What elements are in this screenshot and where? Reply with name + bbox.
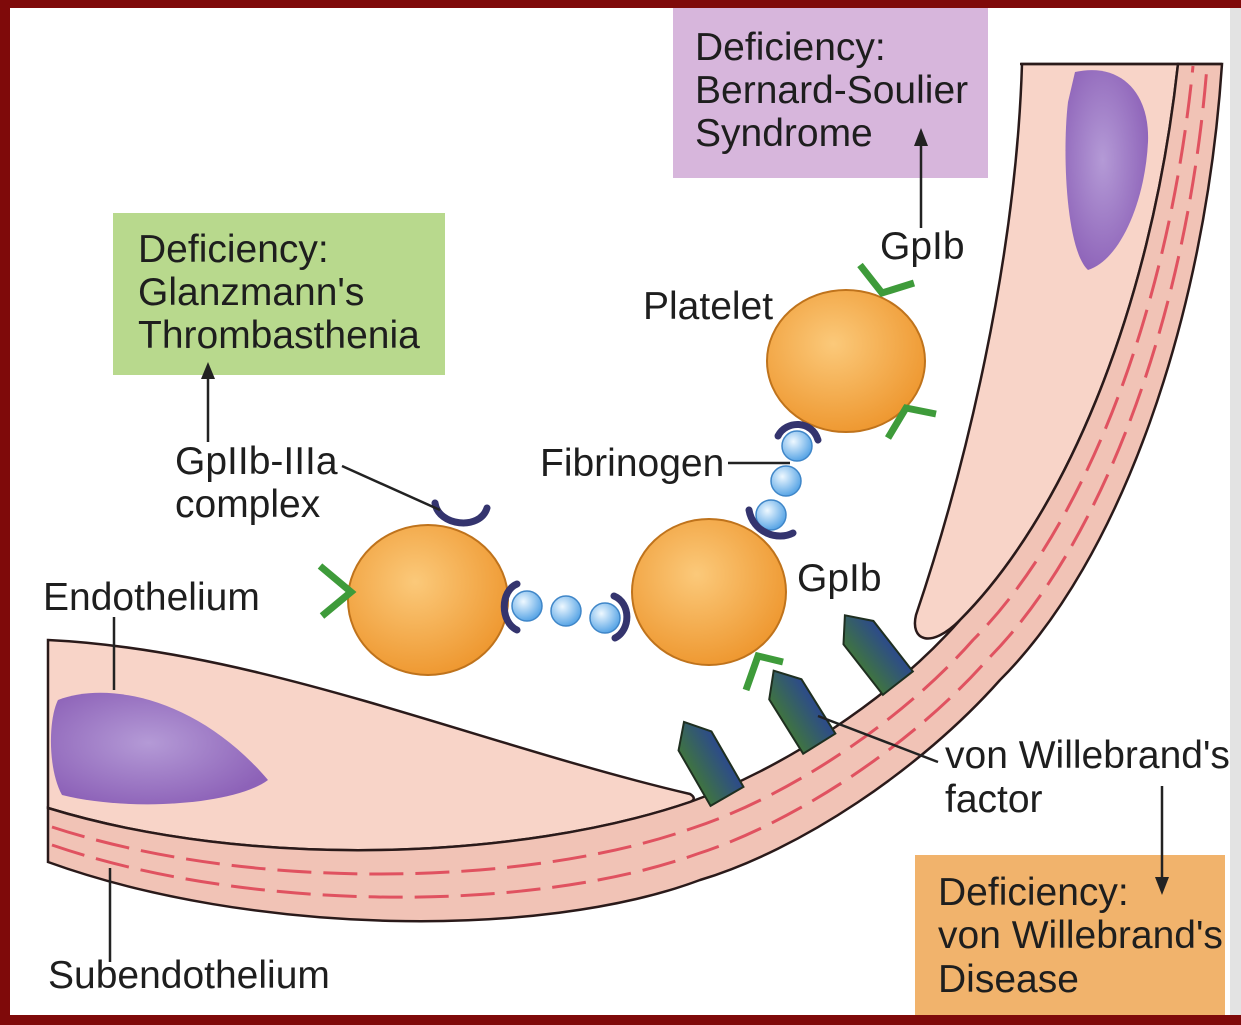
gpib-lower-label: GpIb (797, 557, 882, 600)
vwf-label-line-2: factor (945, 778, 1043, 821)
von-willebrand-deficiency-box: Deficiency: von Willebrand's Disease (915, 855, 1225, 1015)
endothelium-label: Endothelium (43, 576, 260, 619)
glanzmann-box-line-3: Thrombasthenia (138, 314, 420, 357)
glanzmann-box-line-2: Glanzmann's (138, 271, 364, 314)
bernard-soulier-box-line-2: Bernard-Soulier (695, 69, 968, 112)
fibrinogen-bead (590, 603, 620, 633)
platelet-left (348, 525, 508, 675)
bernard-soulier-box-line-1: Deficiency: (695, 26, 886, 69)
subendothelium-label: Subendothelium (48, 954, 330, 997)
vwf-label-line-1: von Willebrand's (945, 734, 1230, 777)
gpiib-iiia-label-line-1: GpIIb-IIIa (175, 440, 338, 483)
von-willebrand-box-line-2: von Willebrand's (938, 914, 1223, 957)
gpib-upper-label: GpIb (880, 225, 965, 268)
fibrinogen-label: Fibrinogen (540, 442, 724, 485)
von-willebrand-box-line-1: Deficiency: (938, 871, 1129, 914)
glanzmann-box-line-1: Deficiency: (138, 228, 329, 271)
von-willebrand-box-line-3: Disease (938, 958, 1079, 1001)
fibrinogen-bead (551, 596, 581, 626)
platelet-middle (632, 519, 786, 665)
fibrinogen-bead (771, 466, 801, 496)
bernard-soulier-deficiency-box: Deficiency: Bernard-Soulier Syndrome (673, 8, 988, 178)
gpiib-iiia-label-line-2: complex (175, 483, 321, 526)
glanzmann-deficiency-box: Deficiency: Glanzmann's Thrombasthenia (113, 213, 445, 375)
fibrinogen-bead (512, 591, 542, 621)
page-edge-shade (1230, 8, 1241, 1015)
platelet-label: Platelet (643, 285, 773, 328)
bernard-soulier-box-line-3: Syndrome (695, 112, 873, 155)
fibrinogen-bead (782, 431, 812, 461)
